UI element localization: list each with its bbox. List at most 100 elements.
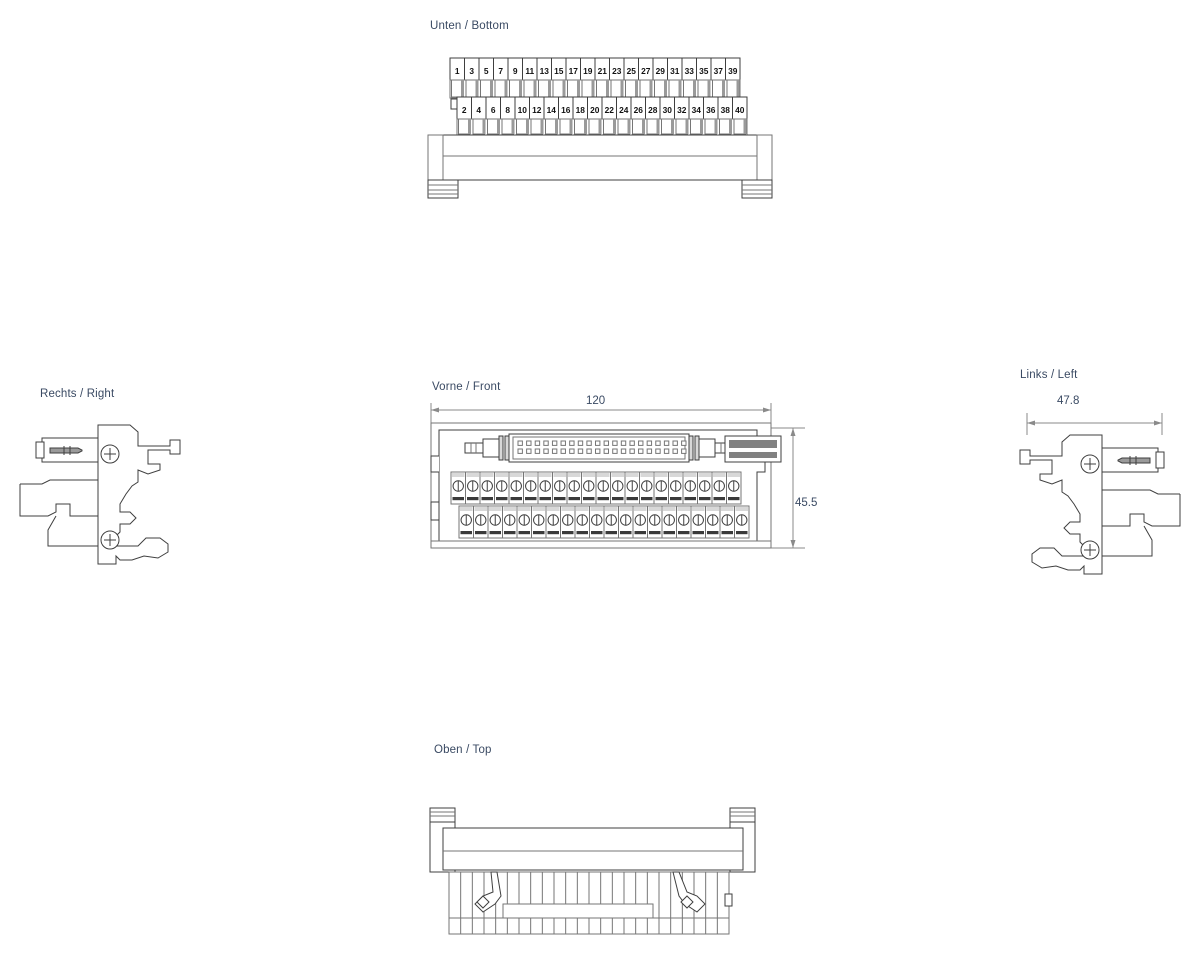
- terminal-cell-odd: [565, 57, 581, 81]
- terminal-cell-even: [587, 96, 603, 120]
- right-profile: [19, 424, 181, 565]
- terminal-marking: [452, 497, 464, 501]
- terminal-marking: [475, 531, 487, 535]
- terminal-cell-even: [471, 96, 487, 120]
- terminal-marking: [684, 497, 696, 501]
- terminal-marking: [649, 531, 661, 535]
- idc-pin: [526, 440, 532, 446]
- idc-pin: [569, 440, 575, 446]
- terminal-cell-even: [645, 96, 661, 120]
- terminal-block-upper: [450, 471, 742, 505]
- idc-pin: [663, 448, 670, 454]
- terminal-cell-even: [485, 96, 501, 120]
- idc-pin: [646, 448, 653, 454]
- bottom-even-terminal-strip: [450, 96, 748, 136]
- idc-pin: [551, 440, 558, 446]
- view-bottom-drawing: [425, 55, 775, 200]
- terminal-cell-even: [601, 96, 617, 120]
- view-bottom: Unten / Bottom: [430, 20, 509, 32]
- idc-pin: [629, 448, 635, 454]
- idc-pin: [517, 440, 523, 446]
- idc-pin: [534, 448, 541, 454]
- terminal-cell-odd: [536, 57, 552, 81]
- idc-pin: [638, 440, 644, 446]
- terminal-marking: [568, 497, 580, 501]
- view-left-drawing: [1010, 405, 1190, 575]
- terminal-cell-odd: [638, 57, 654, 81]
- terminal-cell-even: [703, 96, 719, 120]
- dimension-label-45-5: 45.5: [795, 497, 818, 509]
- terminal-cell-odd: [493, 57, 509, 81]
- terminal-marking: [721, 531, 733, 535]
- idc-pin: [638, 448, 644, 454]
- bottom-view-svg: [427, 57, 773, 199]
- idc-pin: [681, 448, 687, 454]
- terminal-cell-odd: [449, 57, 465, 81]
- idc-pin: [646, 440, 653, 446]
- terminal-marking: [728, 497, 740, 501]
- terminal-cell-odd: [551, 57, 567, 81]
- terminal-marking: [481, 497, 493, 501]
- terminal-cell-even: [543, 96, 559, 120]
- terminal-cell-even: [688, 96, 704, 120]
- view-left-title: Links / Left: [1020, 369, 1078, 381]
- terminal-cell-even: [500, 96, 516, 120]
- idc-pin: [569, 448, 575, 454]
- terminal-cell-odd: [464, 57, 480, 81]
- top-latch-right: [672, 871, 706, 913]
- idc-pin: [629, 440, 635, 446]
- terminal-marking: [518, 531, 530, 535]
- dimension-depth-47-8: [1026, 413, 1163, 435]
- terminal-marking: [699, 497, 711, 501]
- terminal-marking: [539, 497, 551, 501]
- terminal-marking: [489, 531, 501, 535]
- idc-pin: [603, 440, 610, 446]
- idc-pin: [620, 440, 627, 446]
- terminal-cell-odd: [652, 57, 668, 81]
- dimension-label-120: 120: [586, 395, 606, 407]
- terminal-cell-even: [674, 96, 690, 120]
- top-latch-left: [474, 871, 502, 913]
- left-profile: [1019, 434, 1181, 575]
- terminal-marking: [663, 531, 675, 535]
- terminal-marking: [562, 531, 574, 535]
- idc-pin: [655, 448, 661, 454]
- idc-pin: [534, 440, 541, 446]
- terminal-cell-odd: [667, 57, 683, 81]
- terminal-marking: [460, 531, 472, 535]
- terminal-marking: [496, 497, 508, 501]
- terminal-marking: [678, 531, 690, 535]
- terminal-cell-odd: [478, 57, 494, 81]
- terminal-marking: [692, 531, 704, 535]
- terminal-marking: [736, 531, 748, 535]
- idc-pin: [577, 448, 584, 454]
- terminal-cell-odd: [696, 57, 712, 81]
- idc-pin: [517, 448, 523, 454]
- bottom-housing: [427, 134, 773, 199]
- view-front: Vorne / Front: [432, 381, 500, 393]
- terminal-cell-even: [529, 96, 545, 120]
- terminal-marking: [554, 497, 566, 501]
- terminal-cell-even: [572, 96, 588, 120]
- top-view-svg: [429, 807, 756, 935]
- idc-pin: [612, 440, 618, 446]
- idc-pin: [655, 440, 661, 446]
- terminal-marking: [626, 497, 638, 501]
- terminal-cell-even: [514, 96, 530, 120]
- terminal-marking: [620, 531, 632, 535]
- idc-pin: [594, 448, 601, 454]
- idc-pin: [551, 448, 558, 454]
- terminal-cell-odd: [725, 57, 741, 81]
- terminal-marking: [634, 531, 646, 535]
- terminal-cell-even: [616, 96, 632, 120]
- view-left: Links / Left: [1020, 369, 1077, 381]
- idc-pin: [586, 448, 592, 454]
- bottom-odd-terminal-strip: [449, 57, 741, 99]
- view-right-drawing: [19, 420, 200, 570]
- view-bottom-title: Unten / Bottom: [430, 20, 509, 32]
- idc-pin: [543, 448, 549, 454]
- terminal-marking: [504, 531, 516, 535]
- idc-pin: [620, 448, 627, 454]
- idc-pin: [672, 440, 678, 446]
- right-view-svg: [19, 424, 181, 565]
